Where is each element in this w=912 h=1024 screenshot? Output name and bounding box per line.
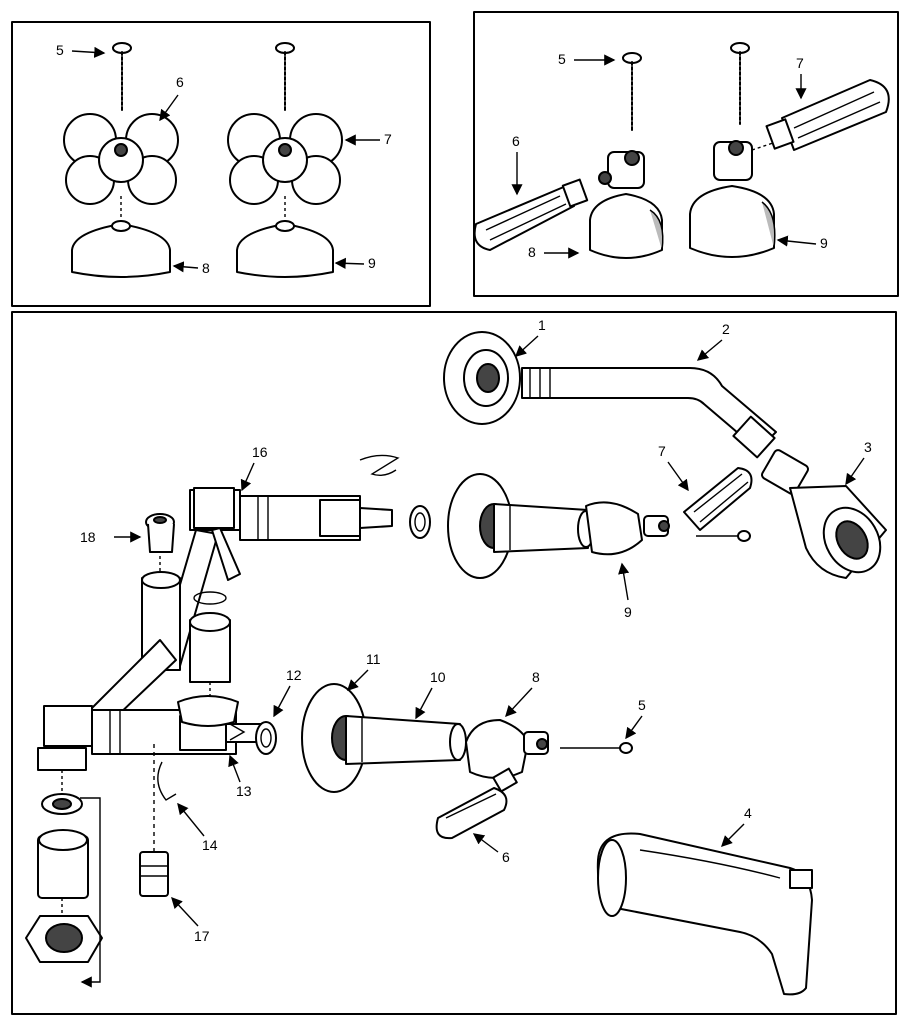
callout-9: 9 [368,255,376,271]
callout-18: 18 [80,529,96,545]
callout-11: 11 [366,651,381,667]
main-assembly-panel: 1 2 3 4 5 6 7 8 9 10 11 12 13 14 16 17 1… [11,311,897,1015]
callout-6: 6 [176,74,184,90]
upper-stem-assembly [359,454,595,579]
valve-body [43,487,393,852]
lever-handles-panel: 5 6 7 8 9 [473,11,899,297]
lever-handle-left [473,52,664,259]
callout-8: 8 [532,669,540,685]
lower-stem-assembly [157,683,467,801]
callout-10: 10 [430,669,446,685]
callout-14: 14 [202,837,218,853]
callout-5: 5 [638,697,646,713]
callout-8: 8 [202,260,210,276]
callout-3: 3 [864,439,872,455]
callout-7: 7 [796,55,804,71]
shower-head [761,449,887,579]
upper-handle-assembly [585,467,753,556]
callout-6: 6 [502,849,510,865]
callout-2: 2 [722,321,730,337]
lever-handle-right [689,42,890,258]
callout-4: 4 [744,805,752,821]
callout-13: 13 [236,783,252,799]
callout-17: 17 [194,928,210,944]
lower-handle-assembly [435,719,633,840]
callout-9: 9 [624,604,632,620]
cross-handles-frame [11,21,431,307]
callout-5: 5 [558,51,566,67]
callout-16: 16 [252,444,268,460]
cross-handle-right [227,42,343,278]
callout-6: 6 [512,133,520,149]
tub-spout [596,832,813,996]
lever-handles-frame [473,11,899,297]
callout-9: 9 [820,235,828,251]
cross-handle-left [63,42,179,278]
bonnet-cap [145,513,175,574]
shower-arm [521,367,777,459]
supply-fittings [25,747,103,988]
drain-plug [139,851,169,897]
callout-5: 5 [56,42,64,58]
callout-7: 7 [658,443,666,459]
main-assembly-frame [11,311,897,1015]
callout-8: 8 [528,244,536,260]
cross-handles-panel: 5 6 7 8 9 [11,21,431,307]
callout-1: 1 [538,317,546,333]
callout-12: 12 [286,667,302,683]
callout-7: 7 [384,131,392,147]
shower-arm-flange [443,331,521,425]
